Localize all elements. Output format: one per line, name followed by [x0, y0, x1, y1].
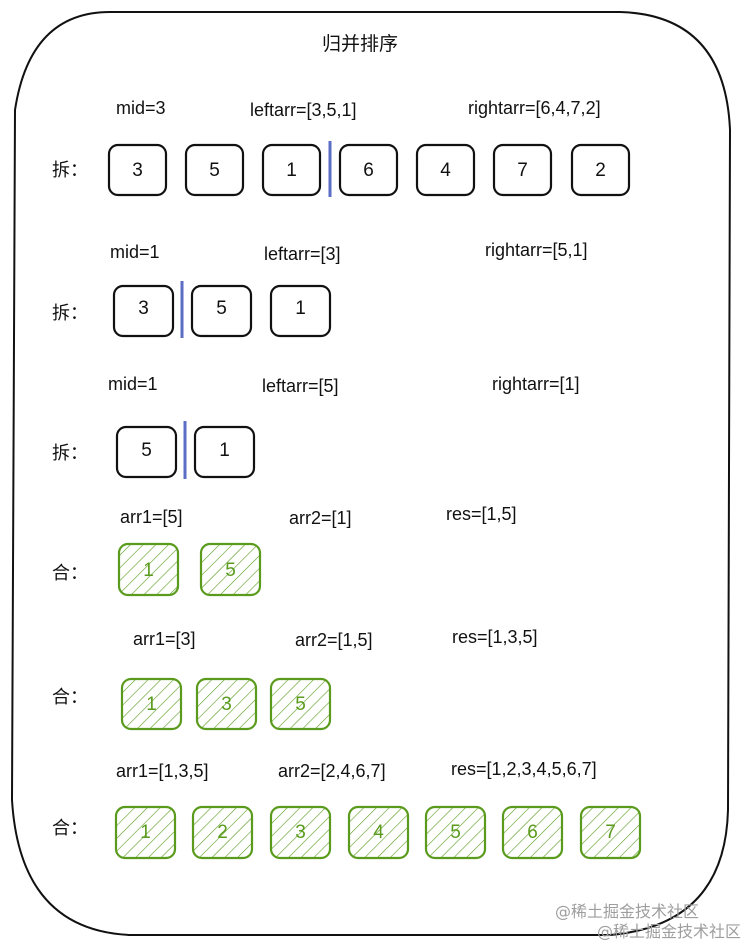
row6-box-value: 4: [373, 822, 384, 843]
row6-arr2: arr2=[2,4,6,7]: [278, 761, 386, 781]
row1-box-value: 1: [286, 160, 297, 181]
row6-box-value: 6: [527, 822, 538, 843]
watermark-primary: @稀土掘金技术社区: [555, 902, 699, 921]
row1-box-value: 4: [440, 160, 451, 181]
row3-mid: mid=1: [108, 374, 158, 394]
row1-box: 7: [492, 143, 553, 197]
row6-res: res=[1,2,3,4,5,6,7]: [451, 759, 597, 779]
row6-box: 4: [347, 805, 410, 860]
row5-box: 3: [195, 677, 258, 731]
row2-box: 5: [190, 284, 253, 338]
row2-box-value: 1: [295, 298, 306, 319]
outer-frame: [10, 11, 732, 936]
row1-box-value: 5: [209, 160, 220, 181]
row2-leftarr: leftarr=[3]: [264, 244, 341, 264]
row3-box: 1: [193, 425, 256, 479]
row3-leftarr: leftarr=[5]: [262, 376, 339, 396]
row2-rightarr: rightarr=[5,1]: [485, 240, 588, 260]
row5-box-value: 3: [221, 694, 232, 715]
row4-arr2: arr2=[1]: [289, 508, 352, 528]
diagram-title: 归并排序: [322, 33, 398, 55]
row5-arr1: arr1=[3]: [133, 629, 196, 649]
row6-box-value: 7: [605, 822, 616, 843]
row1-box: 2: [570, 143, 631, 197]
watermark-secondary: @稀土掘金技术社区: [597, 922, 741, 941]
row3-box: 5: [115, 425, 178, 479]
row2-box-value: 5: [216, 298, 227, 319]
row1-box-value: 2: [595, 160, 606, 181]
row2-mid: mid=1: [110, 242, 160, 262]
row2-box: 3: [112, 284, 175, 338]
row6-box: 6: [501, 805, 564, 860]
row5-box-value: 5: [295, 694, 306, 715]
row6-box-value: 2: [217, 822, 228, 843]
row4-res: res=[1,5]: [446, 504, 517, 524]
row5-box: 1: [120, 677, 183, 731]
row3-box-value: 1: [219, 440, 230, 461]
row6-box: 3: [269, 805, 332, 860]
row6-box: 7: [579, 805, 642, 860]
row1-box-value: 3: [132, 160, 143, 181]
row1-box-value: 7: [517, 160, 528, 181]
row1-box: 4: [415, 143, 476, 197]
row6-box: 5: [424, 805, 487, 860]
row3-rightarr: rightarr=[1]: [492, 374, 580, 394]
row2-box-value: 3: [138, 298, 149, 319]
row4-box-value: 5: [225, 560, 236, 581]
row2-box: 1: [269, 284, 332, 338]
row3-split-label: 拆：: [52, 443, 88, 463]
row4-box-value: 1: [143, 560, 154, 581]
row1-box: 6: [338, 143, 399, 197]
row1-split-label: 拆：: [52, 160, 88, 180]
row1-boxes: 3 5 1 6 4 7 2: [107, 143, 631, 197]
row4-boxes: 1 5: [117, 542, 262, 597]
row2-split-label: 拆：: [52, 303, 88, 323]
row1-box-value: 6: [363, 160, 374, 181]
row6-box: 1: [114, 805, 177, 860]
row4-box: 1: [117, 542, 180, 597]
row1-box: 1: [261, 143, 322, 197]
row6-box: 2: [191, 805, 254, 860]
row5-boxes: 1 3 5: [120, 677, 332, 731]
row4-arr1: arr1=[5]: [120, 507, 183, 527]
row6-boxes: 1 2 3 4 5 6 7: [114, 805, 642, 860]
row6-box-value: 5: [450, 822, 461, 843]
row5-arr2: arr2=[1,5]: [295, 630, 373, 650]
row1-box: 5: [184, 143, 245, 197]
row6-arr1: arr1=[1,3,5]: [116, 761, 209, 781]
row5-box: 5: [269, 677, 332, 731]
row6-box-value: 1: [140, 822, 151, 843]
row2-boxes: 3 5 1: [112, 284, 332, 338]
row5-merge-label: 合：: [52, 687, 88, 707]
row3-box-value: 5: [141, 440, 152, 461]
row1-box: 3: [107, 143, 168, 197]
row1-mid: mid=3: [116, 98, 166, 118]
row5-res: res=[1,3,5]: [452, 627, 538, 647]
row5-box-value: 1: [146, 694, 157, 715]
row6-merge-label: 合：: [52, 818, 88, 838]
row6-box-value: 3: [295, 822, 306, 843]
row4-box: 5: [199, 542, 262, 597]
row4-merge-label: 合：: [52, 563, 88, 583]
row1-rightarr: rightarr=[6,4,7,2]: [468, 98, 601, 118]
row1-leftarr: leftarr=[3,5,1]: [250, 100, 357, 120]
row3-boxes: 5 1: [115, 425, 256, 479]
